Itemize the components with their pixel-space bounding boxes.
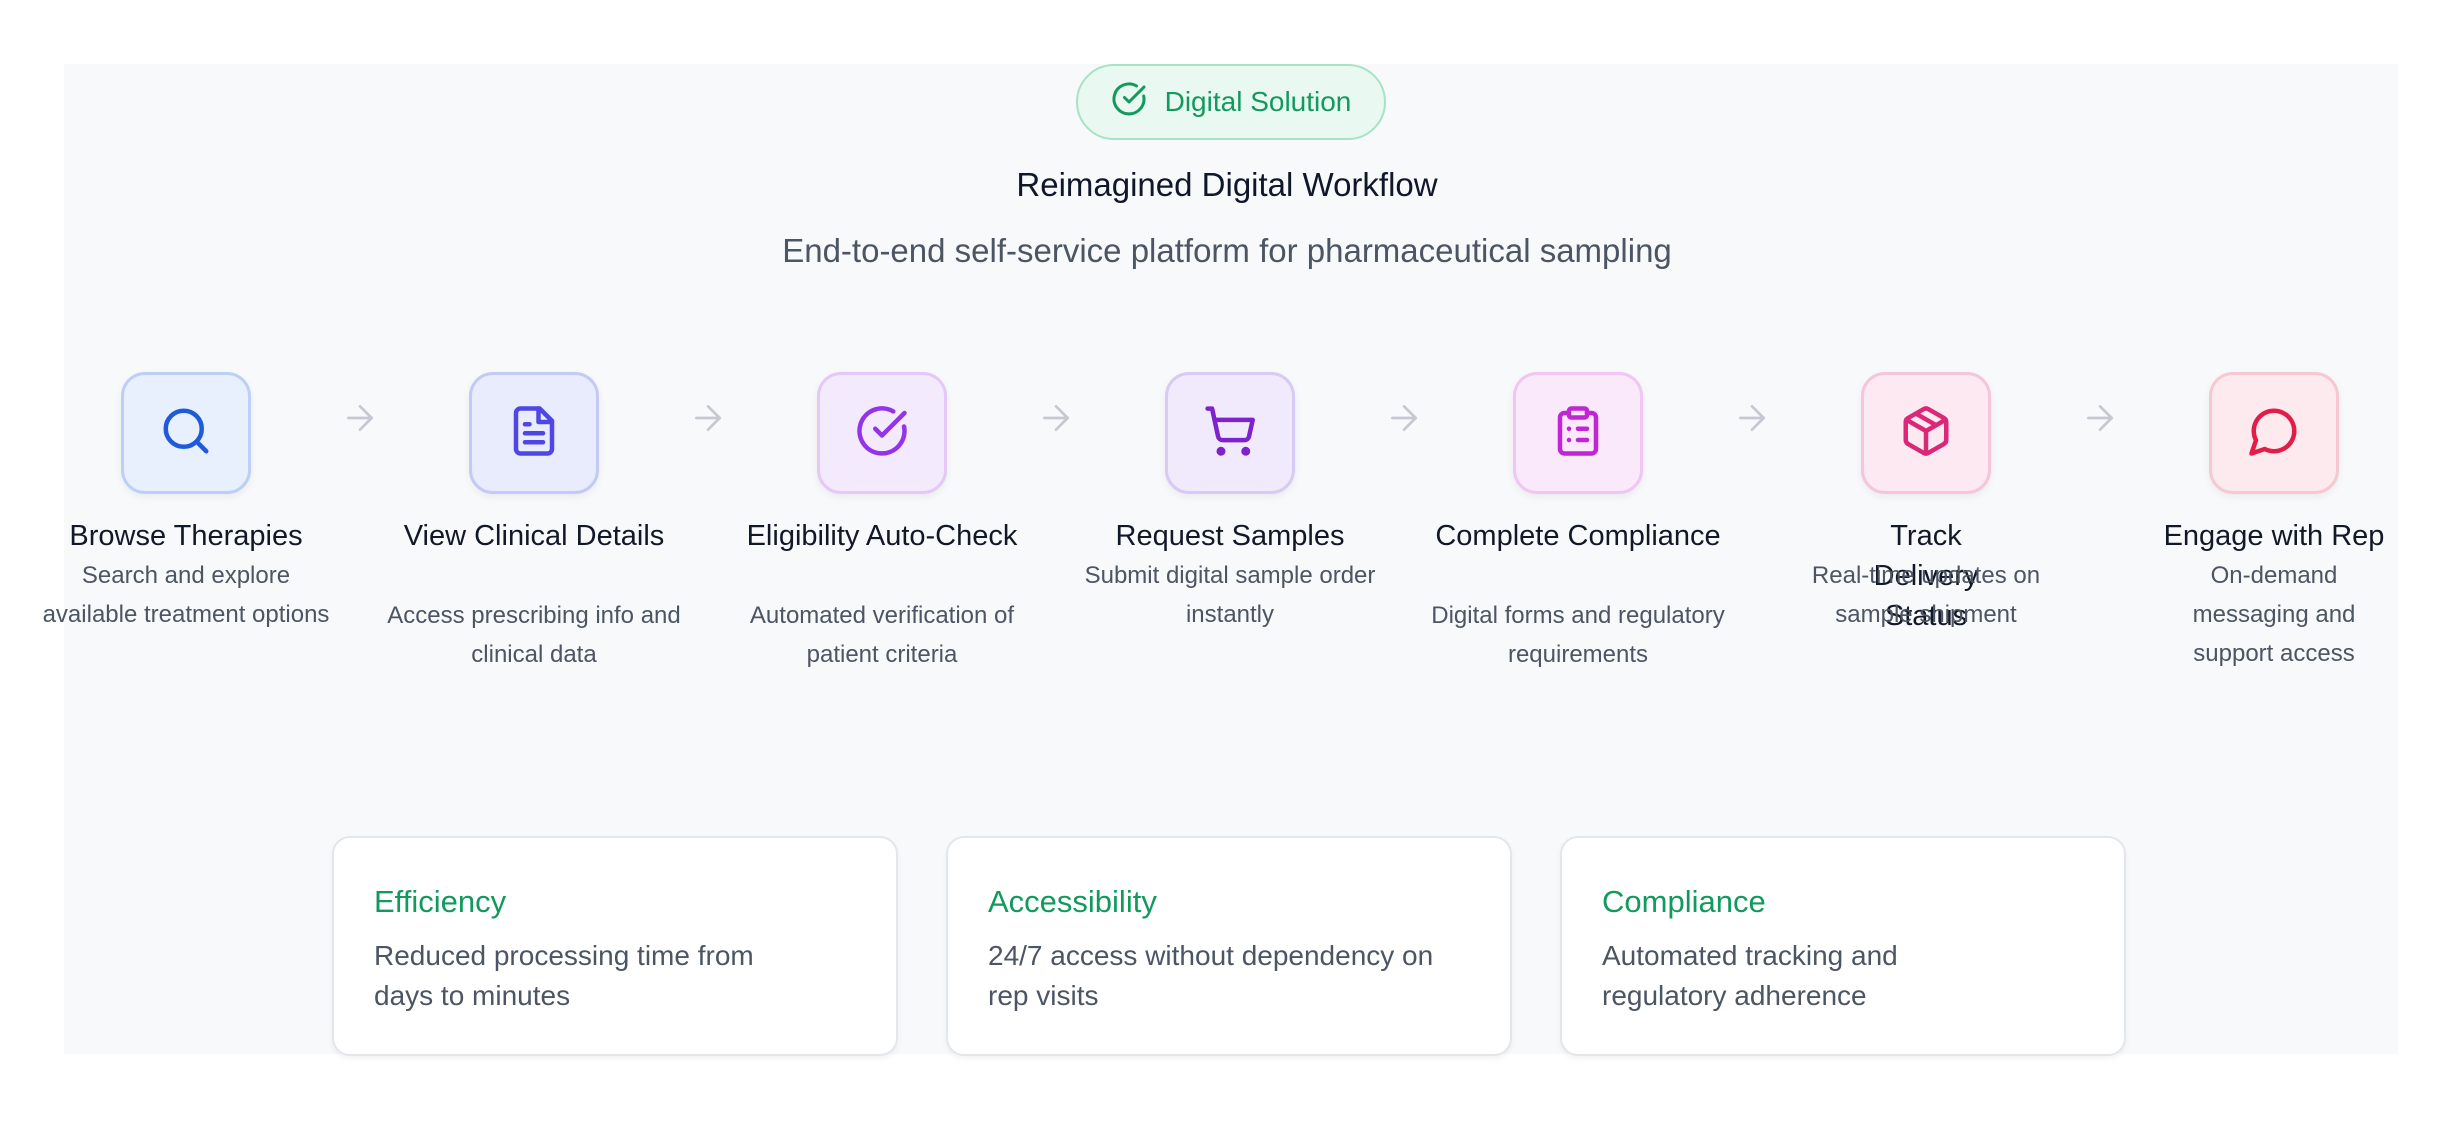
benefit-card-efficiency: Efficiency Reduced processing time from …: [332, 836, 898, 1056]
step-complete-compliance: Complete Compliance Digital forms and re…: [1428, 372, 1728, 674]
step-description: Search and explore available treatment o…: [42, 562, 330, 628]
arrow-right-icon: [1732, 398, 1772, 438]
benefit-card-accessibility: Accessibility 24/7 access without depend…: [946, 836, 1512, 1056]
step-icon-box: [2209, 372, 2339, 494]
step-icon-box: [817, 372, 947, 494]
badge-label: Digital Solution: [1164, 86, 1352, 117]
step-label: Track Delivery Status: [1873, 520, 1979, 632]
step-browse-therapies: Browse Therapies Search and explore avai…: [36, 372, 336, 634]
step-label: View Clinical Details: [403, 520, 665, 552]
benefit-title: Accessibility: [988, 884, 1157, 919]
check-circle-icon: [1111, 81, 1147, 124]
step-description: Real-time updates on sample shipment: [1811, 562, 2041, 628]
step-track-delivery-status: Track Delivery Status Real-time updates …: [1776, 372, 2076, 634]
step-request-samples: Request Samples Submit digital sample or…: [1080, 372, 1380, 634]
search-icon: [159, 404, 213, 463]
step-label: Engage with Rep: [2163, 520, 2385, 552]
check-circle-icon: [855, 404, 909, 463]
message-circle-icon: [2247, 404, 2301, 463]
step-description: Access prescribing info and clinical dat…: [387, 602, 681, 668]
arrow-right-icon: [688, 398, 728, 438]
step-icon-box: [469, 372, 599, 494]
step-label: Complete Compliance: [1435, 520, 1721, 552]
arrow-right-icon: [2080, 398, 2120, 438]
benefit-card-compliance: Compliance Automated tracking and regula…: [1560, 836, 2126, 1056]
step-icon-box: [121, 372, 251, 494]
arrow-right-icon: [340, 398, 380, 438]
shopping-cart-icon: [1203, 404, 1257, 463]
step-label: Request Samples: [1115, 520, 1345, 552]
step-icon-box: [1861, 372, 1991, 494]
benefit-text: Reduced processing time from days to min…: [374, 940, 754, 1011]
step-eligibility-auto-check: Eligibility Auto-Check Automated verific…: [732, 372, 1032, 674]
benefit-text: 24/7 access without dependency on rep vi…: [988, 940, 1434, 1011]
step-description: Digital forms and regulatory requirement…: [1431, 602, 1725, 668]
document-icon: [507, 404, 561, 463]
benefit-text: Automated tracking and regulatory adhere…: [1602, 940, 1898, 1011]
page-subtitle: End-to-end self-service platform for pha…: [782, 232, 1672, 269]
arrow-right-icon: [1036, 398, 1076, 438]
step-icon-box: [1513, 372, 1643, 494]
step-engage-with-rep: Engage with Rep On-demand messaging and …: [2124, 372, 2424, 673]
benefit-title: Efficiency: [374, 884, 507, 919]
step-description: Automated verification of patient criter…: [749, 602, 1015, 668]
digital-solution-badge: Digital Solution: [1076, 64, 1386, 140]
step-label: Eligibility Auto-Check: [746, 520, 1018, 552]
step-description: On-demand messaging and support access: [2192, 562, 2356, 667]
benefit-title: Compliance: [1602, 884, 1766, 919]
clipboard-icon: [1551, 404, 1605, 463]
arrow-right-icon: [1384, 398, 1424, 438]
page-title: Reimagined Digital Workflow: [1016, 166, 1438, 203]
step-description: Submit digital sample order instantly: [1084, 562, 1376, 628]
step-view-clinical-details: View Clinical Details Access prescribing…: [384, 372, 684, 674]
step-icon-box: [1165, 372, 1295, 494]
step-label: Browse Therapies: [69, 520, 303, 552]
package-icon: [1899, 404, 1953, 463]
